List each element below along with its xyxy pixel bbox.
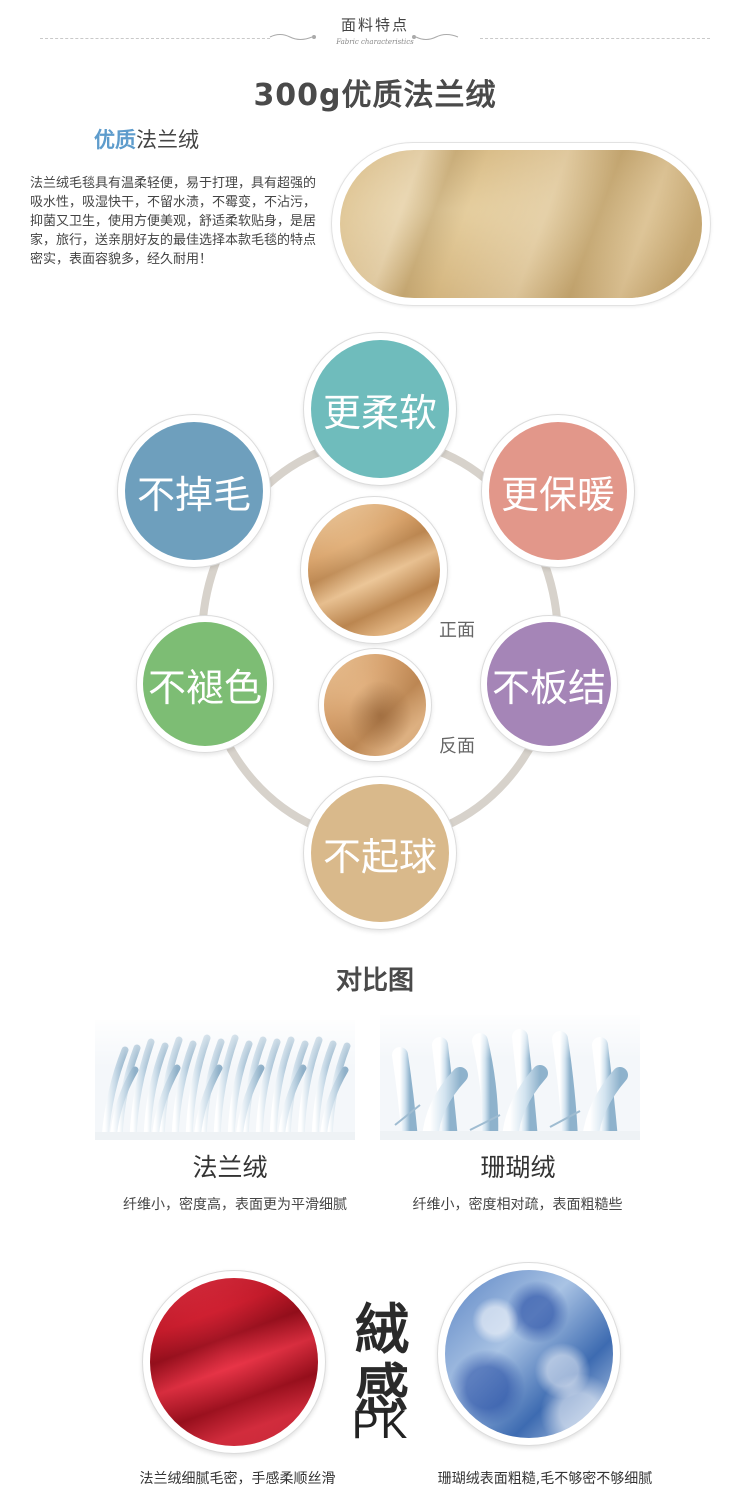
- fabric-closeup-image: [340, 150, 702, 298]
- flannel-fiber-image: [95, 1020, 355, 1140]
- coral-blue-texture-image: [445, 1270, 613, 1438]
- back-label: 反面: [439, 736, 475, 757]
- intro-title-rest: 法兰绒: [136, 128, 199, 152]
- feature-no-matting: 不板结: [487, 622, 611, 746]
- flannel-fibers: [95, 1020, 355, 1140]
- intro-title-highlight: 优质: [94, 128, 136, 152]
- flannel-desc: 纤维小，密度高，表面更为平滑细腻: [123, 1197, 347, 1213]
- feature-softer: 更柔软: [311, 340, 449, 478]
- pk-label: PK: [352, 1403, 410, 1447]
- fabric-front-image: [308, 504, 440, 636]
- header-divider-left: [40, 38, 270, 39]
- coral-fleece-caption: 珊瑚绒表面粗糙,毛不够密不够细腻: [437, 1471, 653, 1487]
- flannel-name: 法兰绒: [192, 1153, 268, 1182]
- header-divider-right: [480, 38, 710, 39]
- section-header-title: 面料特点: [340, 16, 409, 34]
- velvet-feel-char-1: 絨: [355, 1297, 409, 1361]
- flannel-caption: 法兰绒细腻毛密，手感柔顺丝滑: [139, 1471, 336, 1487]
- ornament-left-icon: [269, 34, 316, 40]
- front-label: 正面: [439, 620, 475, 641]
- feature-no-fading: 不褪色: [143, 622, 267, 746]
- comparison-title: 对比图: [335, 966, 414, 996]
- coral-fleece-desc: 纤维小，密度相对疏，表面粗糙些: [412, 1197, 623, 1213]
- intro-title: 优质法兰绒: [94, 124, 199, 154]
- intro-description: 法兰绒毛毯具有温柔轻便，易于打理，具有超强的吸水性，吸湿快干，不留水渍，不霉变，…: [30, 176, 317, 267]
- coral-fibers: [380, 1015, 640, 1140]
- fabric-back-image: [324, 654, 426, 756]
- coral-fleece-fiber-image: [380, 1015, 640, 1140]
- ornament-right-icon: [412, 34, 459, 40]
- feature-no-shedding: 不掉毛: [125, 422, 263, 560]
- flannel-red-texture-image: [150, 1278, 318, 1446]
- coral-fleece-name: 珊瑚绒: [480, 1153, 556, 1182]
- section-header-subtitle: Fabric characteristics: [336, 38, 414, 46]
- feature-warmer: 更保暖: [489, 422, 627, 560]
- feature-no-pilling: 不起球: [311, 784, 449, 922]
- velvet-feel-char-2: 感: [355, 1357, 409, 1421]
- page-title: 300g优质法兰绒: [253, 78, 497, 113]
